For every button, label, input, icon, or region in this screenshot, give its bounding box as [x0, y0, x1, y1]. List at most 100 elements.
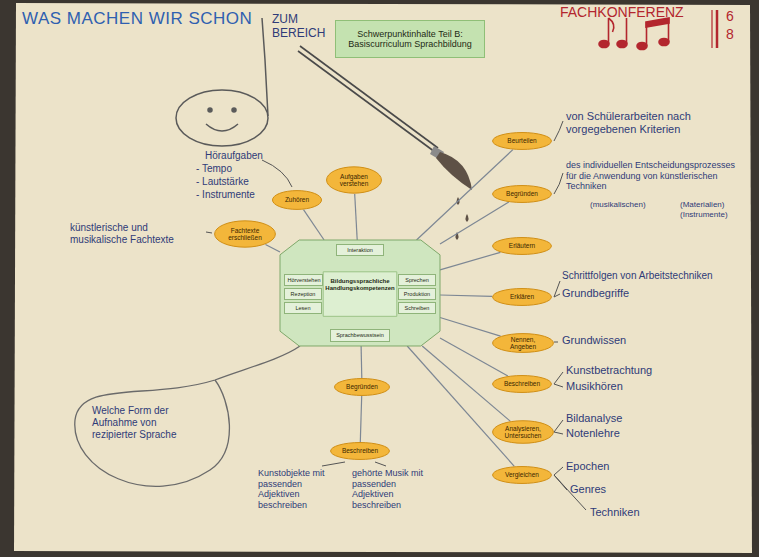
leader-line: [322, 462, 345, 466]
leader-line: [554, 121, 563, 141]
handwritten-note: (musikalischen): [590, 200, 660, 209]
oval-outline: [493, 376, 552, 393]
skill-segment: Interaktion: [336, 244, 384, 256]
connector-line: [304, 210, 325, 240]
handwritten-note: von Schülerarbeiten nach vorgegebenen Kr…: [566, 110, 746, 136]
smiley-mouth: [206, 124, 238, 131]
node-text: Rezeption: [291, 291, 316, 297]
oval-outline: [327, 167, 382, 193]
handwritten-note: des individuellen Entscheidungsprozesses…: [566, 160, 748, 192]
verb-oval: Erklären: [492, 288, 552, 306]
oval-outline: [215, 221, 276, 247]
node-text: Interaktion: [347, 247, 373, 253]
connector-line: [440, 252, 500, 269]
node-text: Beschreiben: [504, 380, 540, 387]
oval-outline: [493, 186, 552, 203]
connector-line: [266, 245, 281, 253]
handwritten-note: Bildanalyse: [566, 412, 686, 425]
node-text: Produktion: [404, 291, 430, 297]
handwritten-note: Schrittfolgen von Arbeitstechniken: [562, 270, 752, 282]
oval-outline: [493, 421, 554, 444]
verb-oval: Beschreiben: [492, 375, 552, 393]
handwritten-note: Welche Form der Aufnahme von rezipierter…: [92, 405, 200, 440]
verb-oval: Begründen: [492, 185, 552, 203]
skill-segment: Hörverstehen: [284, 274, 323, 286]
verb-oval: Erläutern: [492, 237, 552, 255]
handwritten-note: FACHKONFERENZ: [560, 4, 710, 21]
node-text: Hörverstehen: [288, 277, 320, 283]
connector-line: [440, 318, 501, 337]
leader-line: [262, 160, 292, 187]
node-text: Analysieren, Untersuchen: [499, 425, 547, 440]
node-text: Erläutern: [509, 242, 535, 249]
connector-line: [361, 346, 363, 378]
handwritten-note: Epochen: [566, 460, 686, 473]
note-stem: [626, 18, 628, 44]
brush-handle: [300, 46, 438, 148]
note-head: [617, 41, 627, 48]
handwritten-note: Notenlehre: [566, 427, 686, 440]
oval-outline: [493, 334, 554, 353]
verb-oval: Beschreiben: [330, 442, 390, 460]
verb-oval: Zuhören: [272, 190, 322, 210]
node-text: Nennen, Angeben: [499, 336, 547, 351]
handwritten-note: Musikhören: [566, 380, 686, 393]
handwritten-note: künstlerische und musikalische Fachtexte: [70, 222, 205, 246]
thought-loop: [75, 346, 300, 486]
connector-line: [355, 194, 358, 240]
handwritten-note: - Instrumente: [196, 189, 266, 201]
oval-outline: [493, 133, 552, 150]
node-text: Beurteilen: [507, 137, 536, 144]
smiley-eye: [208, 108, 212, 112]
handwritten-note: (Materialien): [680, 200, 746, 209]
node-text: Aufgaben verstehen: [333, 173, 376, 188]
paintbrush: [298, 46, 472, 240]
skill-segment: Sprechen: [398, 274, 436, 286]
handwritten-note: 6: [726, 8, 740, 25]
handwritten-note: ZUM BEREICH: [272, 12, 330, 40]
connector-line: [440, 295, 492, 296]
node-text: Begründen: [346, 383, 378, 390]
skill-segment: Lesen: [284, 302, 322, 314]
verb-oval: Fachtexte erschließen: [214, 220, 276, 248]
node-text: Schwerpunktinhalte Teil B: Basiscurricul…: [338, 29, 482, 50]
skill-segment: Schreiben: [398, 302, 436, 314]
handwritten-note: Kunstobjekte mit passenden Adjektiven be…: [258, 468, 342, 510]
leader-line: [554, 432, 563, 434]
oval-outline: [493, 467, 552, 484]
connector-line: [407, 346, 514, 466]
octagon-core: [323, 272, 397, 317]
connector-line: [360, 396, 361, 442]
connector-line: [440, 202, 509, 244]
handwritten-note: - Lautstärke: [196, 176, 266, 188]
verb-oval: Beurteilen: [492, 132, 552, 150]
handwritten-note: - Tempo: [196, 163, 266, 175]
brush-handle: [298, 51, 435, 152]
verb-oval: Aufgaben verstehen: [326, 166, 382, 194]
node-text: Lesen: [296, 305, 311, 311]
poster-paper: [14, 3, 752, 553]
handwritten-note: Höraufgaben: [205, 150, 295, 162]
node-text: Sprechen: [405, 277, 429, 283]
note-stem: [608, 18, 610, 44]
handwritten-note: (Instrumente): [680, 210, 746, 219]
leader-line: [554, 384, 563, 387]
leader-line: [554, 372, 563, 384]
skill-segment: Rezeption: [284, 288, 322, 300]
smiley-face: [176, 90, 268, 146]
handwritten-note: Techniken: [590, 506, 710, 519]
node-text: Bildungssprachliche Handlungskompetenzen: [324, 278, 396, 292]
node-text: Beschreiben: [342, 447, 378, 454]
octagon-outline: [280, 240, 440, 346]
oval-outline: [273, 191, 322, 210]
brush-head: [436, 152, 472, 190]
note-head: [637, 43, 647, 50]
node-text: Zuhören: [285, 196, 309, 203]
node-text: Sprachbewusstsein: [336, 332, 384, 338]
paint-drip: [466, 214, 469, 222]
smiley-eye: [232, 108, 236, 112]
leader-line: [554, 467, 563, 475]
verb-oval: Begründen: [334, 378, 390, 396]
leader-line: [554, 342, 558, 343]
smiley: [176, 18, 268, 146]
